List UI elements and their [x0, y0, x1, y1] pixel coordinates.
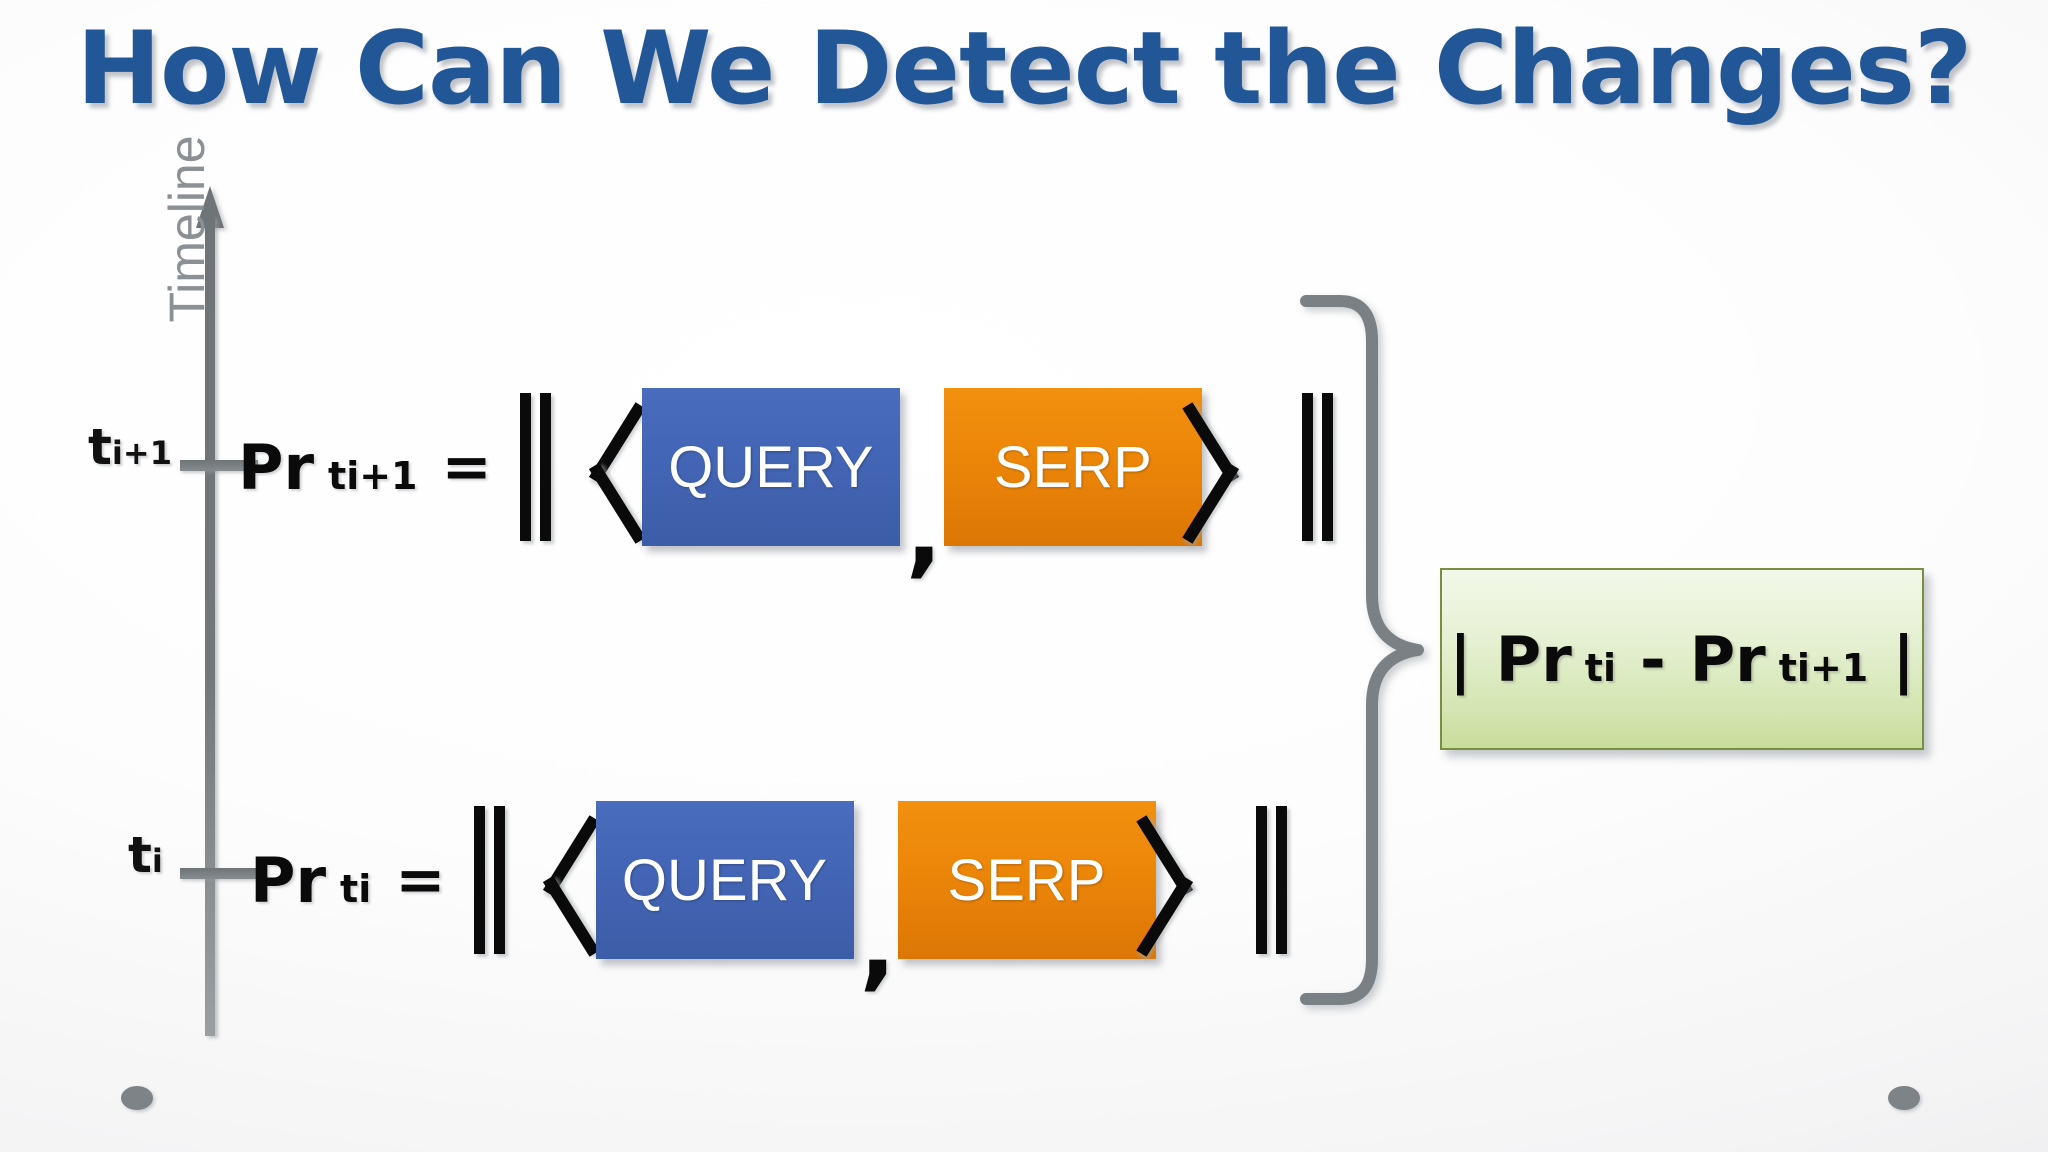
query-box-lower[interactable]: QUERY [595, 801, 854, 959]
tick-base-lower: t [128, 826, 152, 884]
result-close-bar: | [1892, 622, 1915, 696]
pr-base-upper: Pr [238, 430, 315, 504]
query-box-upper[interactable]: QUERY [641, 388, 900, 546]
norm-bars-left-lower [472, 806, 510, 954]
corner-dot-left-icon [121, 1086, 153, 1110]
norm-bars-left-upper [518, 393, 556, 541]
comma-glyph-upper: , [905, 476, 943, 588]
timeline-tick-upper [180, 460, 258, 471]
pr-subscript-upper: ti+1 [328, 453, 418, 498]
angle-bracket-left-lower [520, 805, 600, 957]
serp-box-lower[interactable]: SERP [897, 801, 1156, 959]
result-term1-subscript: ti [1584, 645, 1616, 690]
angle-bracket-right-lower [1135, 805, 1232, 957]
result-term2-base: Pr [1689, 622, 1766, 696]
timeline-tick-label-upper: ti+1 [88, 418, 172, 476]
norm-bars-right-lower [1254, 806, 1292, 954]
angle-bracket-right-upper [1182, 392, 1278, 544]
equals-sign-lower: = [395, 845, 446, 915]
timeline-axis-shaft [205, 216, 215, 1036]
comma-separator-lower: , [854, 801, 898, 993]
page-title: How Can We Detect the Changes? [76, 9, 1972, 127]
tick-subscript-lower: i [151, 842, 163, 880]
pr-term-upper: Pr ti+1 [238, 431, 418, 504]
tick-subscript-upper: i+1 [111, 434, 172, 472]
pr-subscript-lower: ti [340, 866, 372, 911]
result-term1-base: Pr [1495, 622, 1572, 696]
comma-separator-upper: , [900, 388, 944, 580]
timeline-tick-label-lower: ti [128, 826, 163, 884]
serp-box-upper[interactable]: SERP [943, 388, 1202, 546]
tick-base-upper: t [88, 418, 112, 476]
angle-bracket-left-upper [566, 392, 646, 544]
norm-bars-right-upper [1300, 393, 1338, 541]
corner-dot-right-icon [1888, 1086, 1920, 1110]
timeline-axis-label: Timeline [159, 135, 215, 323]
comma-glyph-lower: , [859, 889, 896, 1001]
pr-base-lower: Pr [250, 843, 327, 917]
timeline-axis [196, 186, 224, 1036]
equals-sign-upper: = [441, 432, 492, 502]
result-term2-subscript: ti+1 [1778, 645, 1869, 690]
result-open-bar: | [1449, 622, 1472, 696]
result-operator: - [1639, 622, 1666, 696]
expression-row-upper: Pr ti+1 = QUERY , SERP [238, 372, 1338, 580]
timeline-tick-lower [180, 868, 258, 879]
curly-brace-icon [1300, 295, 1424, 1005]
